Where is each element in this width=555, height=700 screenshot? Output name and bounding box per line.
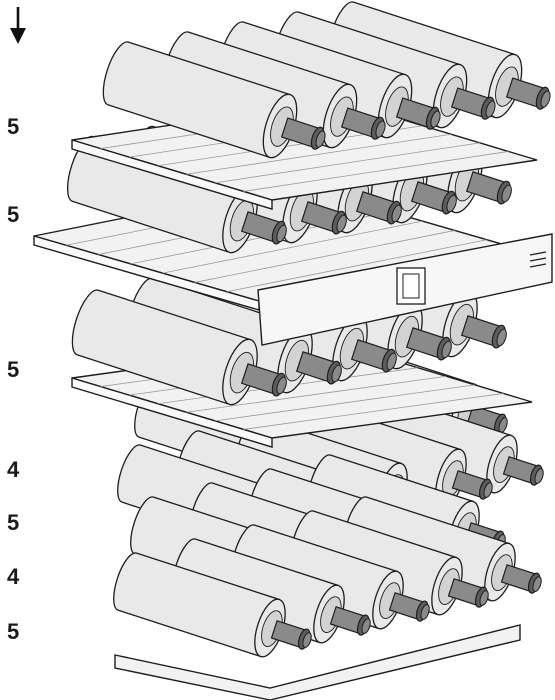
- vent-slot: [529, 251, 547, 256]
- down-arrow-icon: [10, 7, 26, 44]
- vent-slot: [529, 263, 547, 268]
- wine-bottle: [290, 510, 489, 616]
- wine-bottle: [102, 41, 326, 159]
- bottom-tray: [114, 624, 521, 700]
- row-count-2: 5: [7, 202, 20, 227]
- wine-bottle: [113, 552, 312, 658]
- row-count-5: 5: [7, 510, 20, 535]
- bottle-row-1: [102, 1, 551, 159]
- vent-slot: [529, 257, 547, 262]
- display-label: [396, 267, 426, 305]
- control-panel: [257, 233, 553, 346]
- row-count-3: 5: [7, 357, 20, 382]
- wine-bottle: [71, 289, 287, 406]
- row-count-6: 4: [7, 564, 20, 589]
- row-count-1: 5: [7, 114, 20, 139]
- row-count-4: 4: [7, 457, 20, 482]
- wine-bottle: [172, 538, 371, 644]
- wine-bottle: [231, 524, 430, 630]
- row-count-7: 5: [7, 619, 20, 644]
